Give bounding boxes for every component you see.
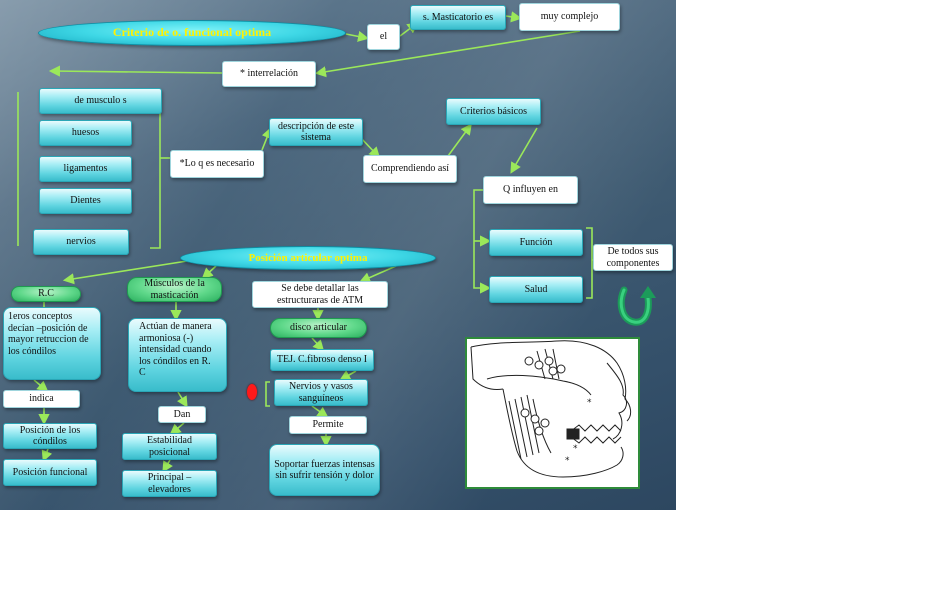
- node-disco-articular: disco articular: [270, 318, 367, 338]
- u-turn-arrow-icon: [617, 286, 656, 326]
- node-primeros-conceptos: 1eros conceptos decían –posición de mayo…: [3, 307, 101, 380]
- node-musculos: de musculo s: [39, 88, 162, 114]
- node-huesos: huesos: [39, 120, 132, 146]
- node-posicion-funcional: Posición funcional: [3, 459, 97, 486]
- node-masticatorio: s. Masticatorio es: [410, 5, 506, 30]
- node-musculos-masticacion: Músculos de la masticación: [127, 277, 222, 302]
- node-ligamentos: ligamentos: [39, 156, 132, 182]
- red-dot-marker-icon: [247, 384, 257, 400]
- node-q-influyen: Q influyen en: [483, 176, 578, 204]
- node-se-debe-detallar: Se debe detallar las estructuraras de AT…: [252, 281, 388, 308]
- node-soportar: Soportar fuerzas intensas sin sufrir ten…: [269, 444, 380, 496]
- svg-text:*: *: [573, 444, 578, 454]
- node-muy-complejo: muy complejo: [519, 3, 620, 31]
- node-actuan: Actúan de manera armoniosa (-) intensida…: [128, 318, 227, 392]
- node-permite: Permite: [289, 416, 367, 434]
- node-de-todos: De todos sus componentes: [593, 244, 673, 271]
- node-interrelacion: * interrelación: [222, 61, 316, 87]
- posicion-articular-oval: Posición articular optima: [180, 246, 436, 270]
- node-el: el: [367, 24, 400, 50]
- node-posicion-condilos: Posición de los cóndilos: [3, 423, 97, 449]
- node-salud: Salud: [489, 276, 583, 303]
- node-rc: R.C: [11, 286, 81, 302]
- node-indica: indica: [3, 390, 80, 408]
- node-principal: Principal – elevadores: [122, 470, 217, 497]
- node-comprendiendo: Comprendiendo así: [363, 155, 457, 183]
- node-dan: Dan: [158, 406, 206, 423]
- node-dientes: Dientes: [39, 188, 132, 214]
- jaw-muscle-illustration: * * *: [465, 337, 640, 489]
- node-funcion: Función: [489, 229, 583, 256]
- node-tej: TEJ. C.fibroso denso I: [270, 349, 374, 371]
- node-lo-q-es-necesario: *Lo q es necesario: [170, 150, 264, 178]
- node-estabilidad: Estabilidad posicional: [122, 433, 217, 460]
- node-descripcion: descripción de este sistema: [269, 118, 363, 146]
- svg-text:*: *: [587, 398, 592, 408]
- svg-text:*: *: [565, 456, 570, 466]
- node-criterios-basicos: Criterios básicos: [446, 98, 541, 125]
- concept-map-slide: Criterio de o. funcional optima el s. Ma…: [0, 0, 676, 510]
- title-oval: Criterio de o. funcional optima: [38, 20, 346, 46]
- node-nervios: nervios: [33, 229, 129, 255]
- node-nervios-vasos: Nervios y vasos sanguíneos: [274, 379, 368, 406]
- jaw-drawing: * * *: [470, 340, 632, 478]
